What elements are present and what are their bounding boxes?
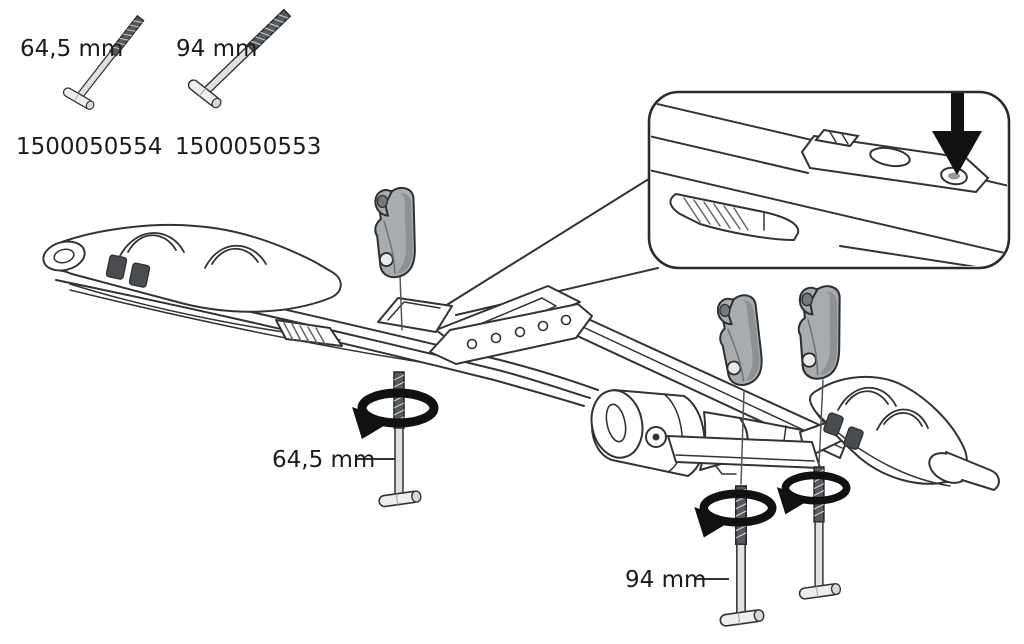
annotation-94mm: 94 mm (625, 567, 729, 593)
tightening-knob-middle (716, 293, 764, 388)
t-bolt-94mm-left (718, 485, 766, 628)
rotate-screw-arrow-icon (352, 393, 434, 439)
detail-callout (647, 90, 1011, 270)
left-wheel-tray (42, 223, 342, 341)
down-arrow-icon (932, 93, 982, 175)
screw-64-dimension-label: 64,5 mm (272, 447, 375, 473)
screw-alignment-lines (399, 274, 824, 485)
parts-list: 64,5 mm 94 mm 1500050554 1500050553 (16, 0, 321, 160)
t-bolt-94mm-right (798, 466, 842, 601)
right-wheel-tray (809, 375, 1000, 491)
grooved-pad (669, 192, 800, 242)
part-number-94: 1500050553 (175, 134, 321, 160)
rotate-screw-arrow-icon (694, 494, 772, 538)
annotation-64mm: 64,5 mm (272, 447, 395, 473)
support-arms (377, 285, 593, 365)
part-number-64: 1500050554 (16, 134, 162, 160)
screw-94-dimension-label: 94 mm (625, 567, 706, 593)
parts-list-length-64: 64,5 mm (20, 36, 123, 62)
bike-carrier-illustration (42, 171, 1000, 491)
rotate-screw-arrow-icon (777, 475, 847, 514)
parts-list-length-94: 94 mm (176, 36, 257, 62)
tightening-knob-front (371, 186, 419, 279)
tightening-knob-rear (793, 283, 845, 382)
ridged-mount-block (275, 319, 343, 347)
